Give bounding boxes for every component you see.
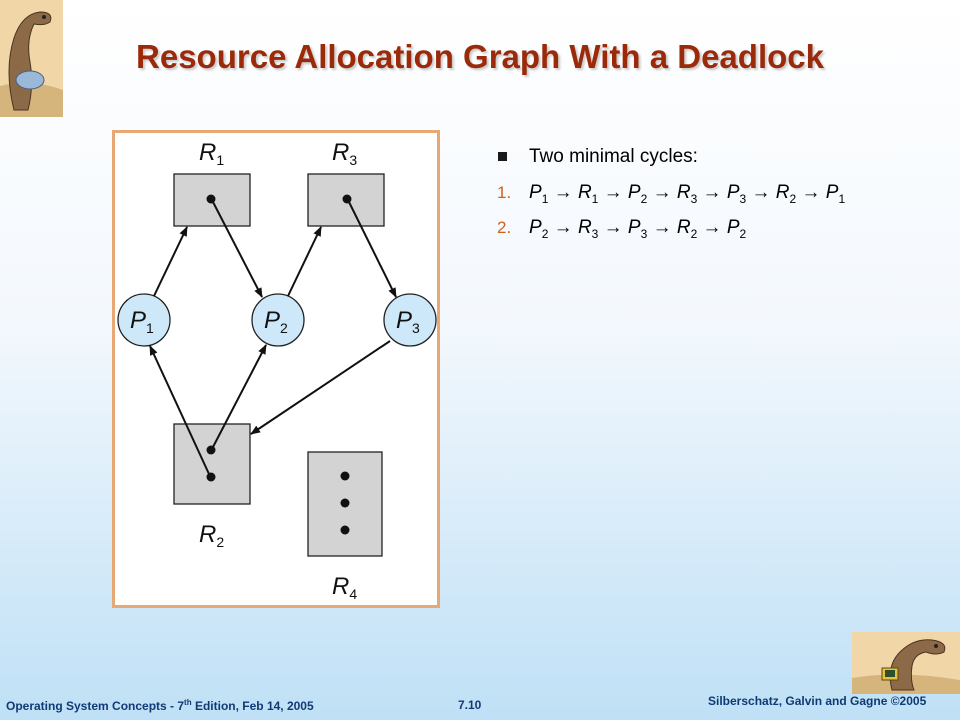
process-p2: [251, 293, 305, 347]
edge-r3-to-p3: [348, 201, 397, 298]
edge-p2-to-r3: [287, 226, 322, 297]
right-arrow-icon: →: [548, 217, 578, 238]
right-arrow-icon: →: [697, 182, 727, 203]
r2-instance-dot: [206, 472, 216, 482]
cycle-node: R2: [676, 217, 698, 241]
edge-p1-to-r1: [153, 226, 188, 297]
edge-p3-to-r2: [250, 340, 391, 435]
bullet-heading: Two minimal cycles:: [497, 144, 917, 170]
cycle-node: P1: [825, 182, 846, 206]
right-arrow-icon: →: [647, 182, 677, 203]
dinosaur-logo-top-icon: [0, 0, 63, 117]
r1-instance-dot: [206, 194, 216, 204]
right-arrow-icon: →: [796, 182, 826, 203]
cycle-node: R3: [577, 217, 599, 241]
edge-r2-to-p2: [212, 344, 267, 448]
cycle-number-2: 2.: [497, 218, 512, 237]
resource-r2: [173, 423, 251, 505]
cycle-node: P2: [726, 217, 747, 241]
footer-copyright: Silberschatz, Galvin and Gagne ©2005: [708, 694, 927, 708]
cycle-node: P3: [726, 182, 747, 206]
cycle-node: P2: [627, 182, 648, 206]
bullet-heading-text: Two minimal cycles:: [529, 146, 698, 167]
cycle-path-1: P1 → R1 → P2 → R3 → P3 → R2 → P1: [529, 182, 846, 206]
cycle-node: P3: [627, 217, 648, 241]
process-p3: [383, 293, 437, 347]
right-arrow-icon: →: [647, 217, 677, 238]
diagram-frame-border: [112, 130, 440, 608]
r4-instance-dot: [340, 471, 350, 481]
cycle-item-2: 2. P2 → R3 → P3 → R2 → P2: [497, 216, 917, 240]
right-arrow-icon: →: [697, 217, 727, 238]
process-p1: [117, 293, 171, 347]
right-arrow-icon: →: [746, 182, 776, 203]
slide-title: Resource Allocation Graph With a Deadloc…: [136, 38, 824, 75]
footer-course-title: Operating System Concepts - 7th Edition,…: [6, 698, 314, 713]
right-arrow-icon: →: [598, 217, 628, 238]
r4-instance-dot: [340, 525, 350, 535]
right-arrow-icon: →: [598, 182, 628, 203]
dinosaur-logo-bottom-icon: [852, 632, 960, 694]
resource-r1: [173, 173, 251, 227]
resource-r3: [307, 173, 385, 227]
cycle-item-1: 1. P1 → R1 → P2 → R3 → P3 → R2 → P1: [497, 181, 917, 205]
cycle-node: R2: [775, 182, 797, 206]
cycle-node: R1: [577, 182, 599, 206]
r2-instance-dot: [206, 445, 216, 455]
resource-allocation-graph: R1 R3 P1 P2 P3 R2 R4: [112, 130, 440, 608]
footer-slide-number: 7.10: [458, 698, 482, 712]
square-bullet-icon: [498, 152, 507, 161]
cycle-node: R3: [676, 182, 698, 206]
cycle-node: P2: [529, 217, 549, 241]
cycle-list: Two minimal cycles: 1. P1 → R1 → P2 → R3…: [497, 144, 917, 240]
r3-instance-dot: [342, 194, 352, 204]
right-arrow-icon: →: [548, 182, 578, 203]
cycle-node: P1: [529, 182, 549, 206]
edge-r1-to-p2: [212, 201, 263, 298]
edge-r2-to-p1: [149, 345, 210, 475]
r4-instance-dot: [340, 498, 350, 508]
resource-r4: [307, 451, 383, 557]
cycle-number-1: 1.: [497, 183, 512, 202]
cycle-path-2: P2 → R3 → P3 → R2 → P2: [529, 217, 747, 241]
